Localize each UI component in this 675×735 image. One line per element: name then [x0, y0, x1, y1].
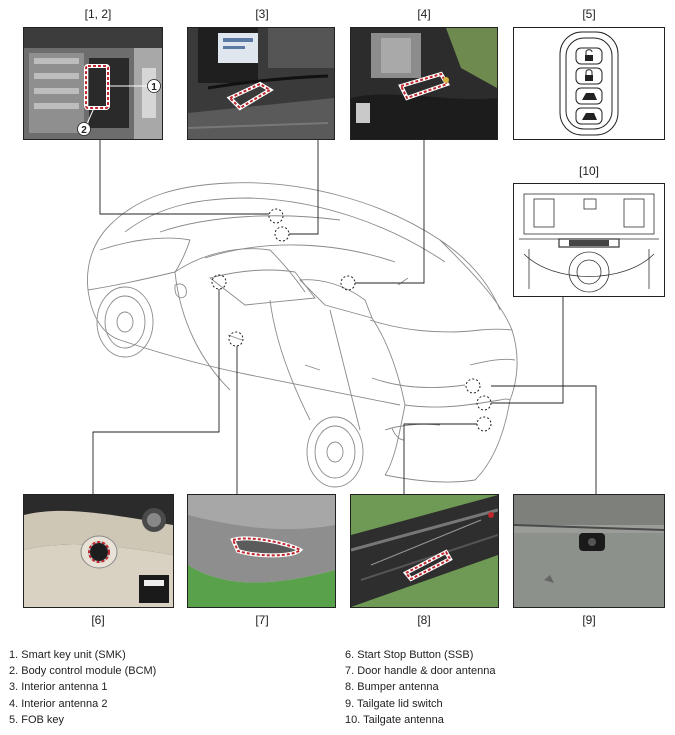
callout-circle-7 — [228, 331, 244, 347]
panic-icon — [582, 113, 597, 120]
photo-panel-7 — [187, 494, 336, 608]
label-panel-1-2: [1, 2] — [84, 7, 112, 21]
lock-icon — [585, 75, 593, 81]
legend-right: 6. Start Stop Button (SSB) 7. Door handl… — [345, 647, 495, 728]
label-panel-8: [8] — [417, 613, 431, 627]
bumper-antenna-photo — [351, 495, 498, 607]
label-panel-3: [3] — [255, 7, 269, 21]
leader-lines — [92, 140, 597, 494]
label-panel-10: [10] — [578, 164, 599, 178]
legend-item-9: 9. Tailgate lid switch — [345, 697, 443, 710]
legend-left: 1. Smart key unit (SMK) 2. Body control … — [9, 647, 156, 728]
photo-panel-10 — [513, 183, 665, 297]
tailgate-antenna-drawing — [519, 193, 659, 293]
fob-button-tailgate — [575, 87, 603, 105]
leader-3 — [289, 140, 319, 235]
callout-number-2: 2 — [81, 125, 87, 136]
legend-item-2: 2. Body control module (BCM) — [9, 665, 157, 678]
leader-1-2 — [99, 140, 269, 215]
leader-6 — [92, 289, 220, 494]
label-panel-4: [4] — [417, 7, 431, 21]
label-panel-5: [5] — [582, 7, 596, 21]
legend-item-1: 1. Smart key unit (SMK) — [9, 649, 126, 661]
interior-antenna-2-photo — [351, 28, 497, 139]
photo-panel-3 — [187, 27, 335, 140]
door-handle-antenna-photo — [188, 495, 335, 607]
tailgate-icon — [582, 93, 597, 100]
fob-button-panic — [575, 107, 603, 125]
car-outline — [87, 182, 518, 488]
photo-panel-8 — [350, 494, 499, 608]
legend-item-7: 7. Door handle & door antenna — [345, 665, 496, 678]
legend-item-5: 5. FOB key — [9, 713, 65, 726]
legend-item-3: 3. Interior antenna 1 — [9, 681, 108, 694]
leader-4 — [355, 140, 425, 284]
tailgate-antenna-part — [558, 238, 620, 248]
interior-antenna-1-photo — [188, 28, 334, 139]
photo-panel-9 — [513, 494, 665, 608]
label-panel-6: [6] — [91, 613, 105, 627]
leader-10 — [491, 297, 564, 404]
label-panel-9: [9] — [582, 613, 596, 627]
start-stop-button-photo — [24, 495, 173, 607]
legend-item-8: 8. Bumper antenna — [345, 681, 439, 694]
callout-circle-6 — [211, 274, 227, 290]
callout-circle-3 — [274, 226, 290, 242]
callout-circle-1-2 — [268, 208, 284, 224]
fob-body — [559, 31, 619, 136]
photo-panel-5 — [513, 27, 665, 140]
photo-panel-4 — [350, 27, 498, 140]
callout-circle-4 — [340, 275, 356, 291]
legend-item-10: 10. Tailgate antenna — [345, 713, 444, 726]
callout-number-1: 1 — [151, 82, 157, 93]
callout-circle-8 — [476, 416, 492, 432]
fob-button-lock — [575, 67, 603, 85]
leader-9 — [491, 385, 597, 494]
photo-panel-1-2: 1 2 — [23, 27, 163, 140]
photo-panel-6 — [23, 494, 174, 608]
leader-8 — [403, 423, 477, 494]
legend-item-4: 4. Interior antenna 2 — [9, 697, 108, 710]
fob-key-drawing — [559, 31, 619, 136]
unlock-icon — [585, 55, 593, 61]
callout-circle-10 — [465, 378, 481, 394]
smart-key-unit-photo: 1 2 — [24, 28, 162, 139]
tailgate-lid-switch-photo — [514, 495, 664, 607]
fob-button-unlock — [575, 47, 603, 65]
legend-item-6: 6. Start Stop Button (SSB) — [345, 649, 474, 661]
label-panel-7: [7] — [255, 613, 269, 627]
